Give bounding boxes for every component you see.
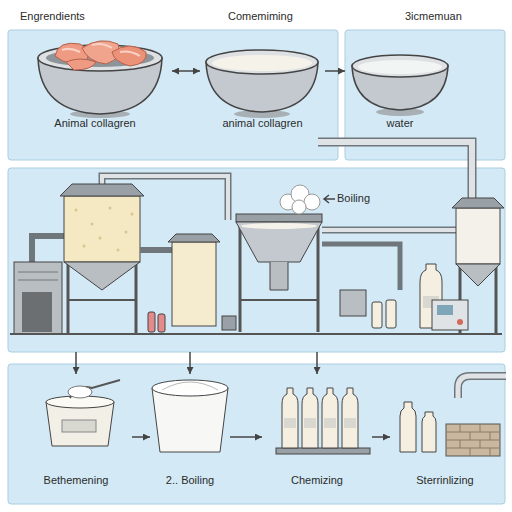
meat-bowl xyxy=(38,41,162,118)
stage-box: Chemizing xyxy=(262,374,372,500)
liquid-bowl xyxy=(206,50,318,118)
water-bowl xyxy=(352,55,448,116)
panel-heading: Comemiming xyxy=(200,10,325,23)
bowl-caption: Animal collagren xyxy=(18,117,172,130)
flow-arrow xyxy=(316,352,318,374)
holding-tank xyxy=(140,234,236,332)
ingredient-panel: Comemiming animal collagren xyxy=(200,8,325,134)
flow-arrow xyxy=(172,70,200,72)
flow-arrow xyxy=(132,436,150,438)
mixing-tank xyxy=(60,176,228,334)
stage-box: 2.. Boiling xyxy=(150,374,230,500)
control-cabinet xyxy=(14,236,64,334)
powder-bucket xyxy=(152,380,228,452)
stage-label: Chemizing xyxy=(262,474,372,487)
flow-arrow xyxy=(372,436,390,438)
stage-label: Bethemening xyxy=(20,474,132,487)
boiling-hopper xyxy=(236,185,335,332)
top-panel xyxy=(8,30,338,160)
background-panels xyxy=(8,30,505,504)
mixing-tub xyxy=(46,380,120,446)
stage-band xyxy=(8,364,505,504)
process-label: Boiling xyxy=(8,192,505,205)
bottles xyxy=(276,388,370,454)
floor-line xyxy=(10,333,502,335)
steam-cloud xyxy=(280,185,320,214)
machinery-band xyxy=(8,168,505,352)
panel-heading: 3icmemuan xyxy=(345,10,500,23)
sterilizing-tank xyxy=(432,198,504,334)
flow-arrow xyxy=(325,70,345,72)
ingredient-panel: 3icmemuan water xyxy=(345,8,500,134)
flow-arrow xyxy=(230,436,262,438)
bowl-caption: water xyxy=(345,117,500,130)
stage-label: 2.. Boiling xyxy=(150,474,230,487)
bowl-caption: animal collagren xyxy=(200,117,325,130)
panel-heading: Engrendients xyxy=(18,10,172,23)
stage-label: Sterrinlizing xyxy=(390,474,500,487)
flow-arrow xyxy=(75,352,77,374)
sterilizer xyxy=(400,376,506,456)
machinery-band: Boiling xyxy=(8,168,505,352)
ingredient-panel: EngrendientsAnimal collagren xyxy=(18,8,172,134)
stage-box: Sterrinlizing xyxy=(390,374,500,500)
stage-box: Bethemening xyxy=(20,374,132,500)
flow-arrow xyxy=(189,352,191,374)
